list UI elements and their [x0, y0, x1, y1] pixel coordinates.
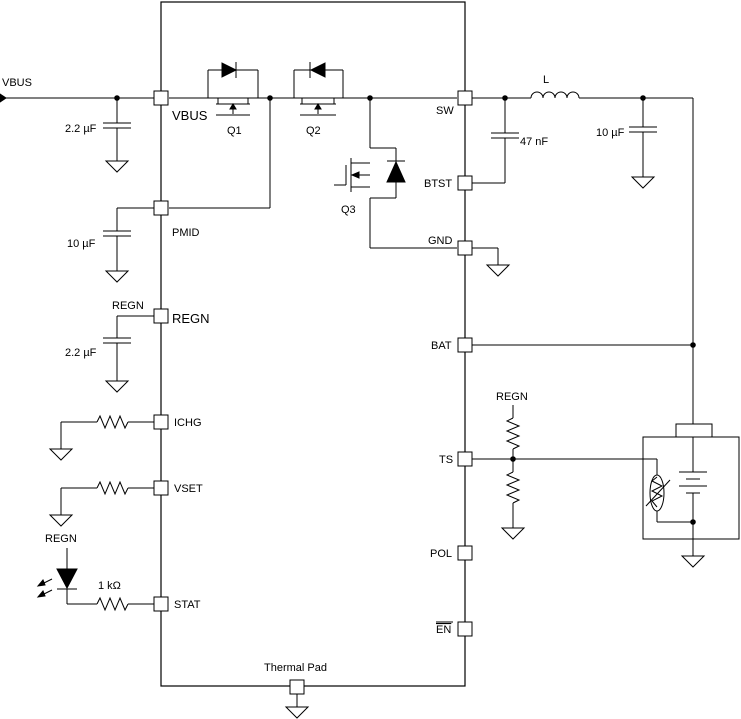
q3-label: Q3 [341, 204, 356, 216]
pin-regn [153, 308, 169, 324]
pin-label-ichg: ICHG [174, 417, 202, 429]
ts-divider [472, 405, 657, 528]
pin-pmid [153, 200, 169, 216]
regn-cap [103, 315, 154, 381]
pin-label-thermal-pad: Thermal Pad [264, 662, 327, 674]
c-regn-value: 2.2 µF [65, 347, 97, 359]
pin-label-en: EN [436, 624, 451, 636]
c-btst-value: 47 nF [520, 136, 548, 148]
q2-mosfet [270, 62, 457, 116]
ground-icon [630, 176, 656, 189]
pin-vbus [153, 90, 169, 106]
c-vbus-value: 2.2 µF [65, 123, 97, 135]
vbus-input-net [0, 93, 154, 161]
pin-label-sw: SW [436, 105, 454, 117]
pin-ts [457, 451, 473, 467]
pin-label-pol: POL [430, 548, 452, 560]
pin-bat [457, 337, 473, 353]
ground-icon [485, 264, 511, 277]
sw-output-net [472, 91, 694, 424]
pin-thermal-pad [289, 679, 305, 695]
pin-label-pmid: PMID [172, 227, 200, 239]
stat-led [36, 548, 154, 612]
ground-icon [48, 514, 74, 527]
ground-icon [680, 555, 706, 568]
pin-label-stat: STAT [174, 599, 201, 611]
r-stat-value: 1 kΩ [98, 580, 121, 592]
pmid-cap [103, 207, 154, 271]
vset-resistor [60, 480, 154, 515]
pin-label-regn: REGN [172, 311, 210, 326]
regn-led-label: REGN [45, 533, 77, 545]
c-out-value: 10 µF [596, 127, 625, 139]
pin-label-gnd: GND [428, 235, 453, 247]
pin-pol [457, 545, 473, 561]
ground-icon [104, 160, 130, 173]
ground-icon [500, 527, 526, 540]
pin-label-btst: BTST [424, 178, 452, 190]
pin-btst [457, 175, 473, 191]
pin-label-ts: TS [439, 454, 453, 466]
pin-en [457, 621, 473, 637]
ichg-resistor [60, 414, 154, 449]
pin-label-vset: VSET [174, 483, 203, 495]
regn-ts-label: REGN [496, 391, 528, 403]
pin-label-vbus: VBUS [172, 108, 208, 123]
pin-ichg [153, 414, 169, 430]
ground-icon [104, 270, 130, 283]
ground-icon [284, 706, 310, 719]
gnd-pin-net [472, 247, 499, 265]
q2-label: Q2 [306, 125, 321, 137]
q3-mosfet [334, 95, 457, 249]
c-pmid-value: 10 µF [67, 238, 96, 250]
pin-vset [153, 480, 169, 496]
ground-icon [104, 380, 130, 393]
vbus-net-label: VBUS [2, 77, 32, 89]
pin-stat [153, 596, 169, 612]
pmid-node [169, 95, 273, 209]
bat-net [472, 342, 696, 348]
pin-gnd [457, 240, 473, 256]
ic-body [160, 1, 466, 687]
inductor-label: L [543, 74, 549, 86]
battery-pack [642, 423, 740, 556]
pin-label-bat: BAT [431, 340, 452, 352]
pin-sw [457, 90, 473, 106]
regn-net-label: REGN [112, 300, 144, 312]
q1-mosfet [169, 62, 270, 116]
q1-label: Q1 [227, 125, 242, 137]
ground-icon [48, 448, 74, 461]
